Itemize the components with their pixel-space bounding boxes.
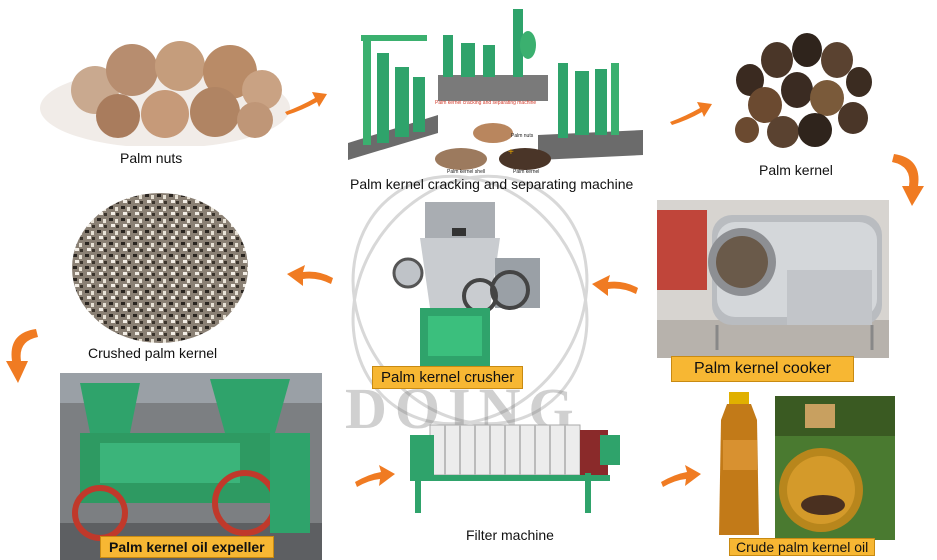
cracking-machine-image: + Palm kernel cracking and separating ma… [343, 5, 643, 177]
crusher-tag: Palm kernel crusher [372, 366, 524, 389]
cracking-machine-label: Palm kernel cracking and separating mach… [350, 176, 634, 192]
arrow-icon [283, 88, 328, 116]
curved-arrow-icon [2, 325, 42, 387]
cooker-tag: Palm kernel cooker [671, 356, 854, 382]
cooker-image [657, 200, 889, 358]
crushed-kernel-label: Crushed palm kernel [88, 345, 218, 361]
inset-banner: Palm kernel cracking and separating mach… [435, 100, 537, 106]
crusher-image [380, 198, 550, 370]
inset-kernel-label: Palm kernel [513, 169, 540, 175]
arrow-icon [659, 462, 701, 488]
svg-text:+: + [508, 147, 514, 158]
expeller-tag: Palm kernel oil expeller [100, 536, 274, 558]
inset-nuts-label: Palm nuts [511, 133, 534, 139]
arrow-icon [285, 262, 335, 288]
crude-oil-image [705, 390, 895, 540]
filter-machine-image [400, 405, 632, 515]
palm-nuts-label: Palm nuts [120, 150, 183, 166]
arrow-icon [668, 98, 713, 126]
filter-machine-label: Filter machine [466, 527, 554, 543]
curved-arrow-icon [888, 150, 928, 210]
palm-kernel-image [725, 20, 875, 160]
palm-nuts-image [40, 28, 290, 146]
crushed-kernel-image [72, 193, 248, 343]
arrow-icon [590, 272, 640, 298]
crude-oil-tag: Crude palm kernel oil [729, 538, 876, 556]
inset-shell-label: Palm kernel shell [447, 169, 486, 175]
arrow-icon [353, 462, 395, 488]
expeller-image [60, 373, 322, 560]
palm-kernel-label: Palm kernel [759, 162, 833, 178]
